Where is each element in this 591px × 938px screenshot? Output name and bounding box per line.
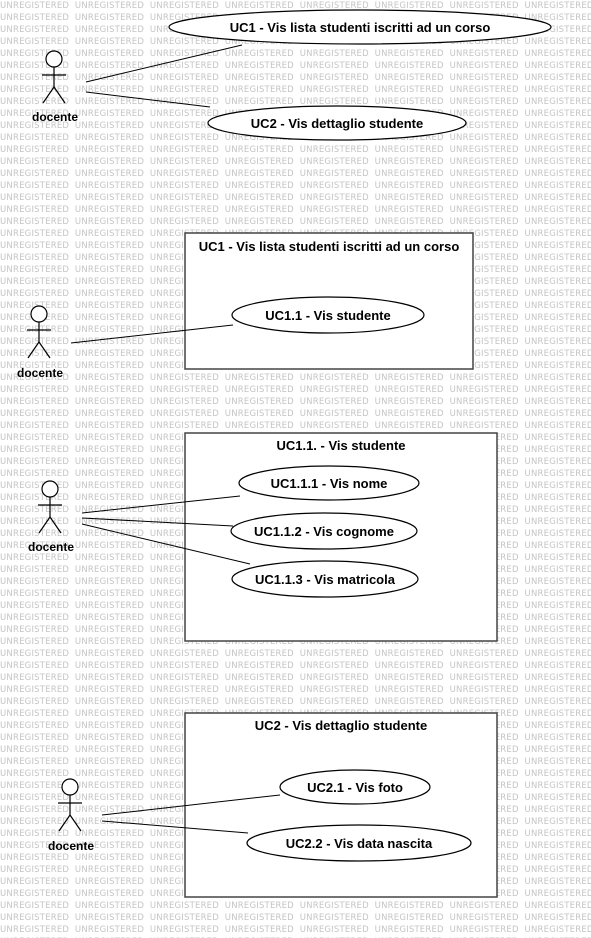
association-line bbox=[85, 44, 243, 83]
association-line bbox=[81, 523, 251, 565]
actor-label: docente bbox=[17, 366, 63, 380]
use-case-uc2[interactable]: UC2 - Vis dettaglio studente bbox=[207, 105, 467, 141]
association-line bbox=[101, 794, 281, 816]
actor-label: docente bbox=[28, 540, 74, 554]
use-case-uc1-1[interactable]: UC1.1 - Vis studente bbox=[231, 296, 425, 334]
association-line bbox=[101, 820, 249, 834]
subsystem-box-uc2: UC2 - Vis dettaglio studente docente UC2… bbox=[48, 712, 498, 898]
use-case-label: UC1.1.2 - Vis cognome bbox=[254, 524, 394, 539]
actor-label: docente bbox=[32, 110, 78, 124]
use-case-label: UC1.1 - Vis studente bbox=[265, 308, 390, 323]
use-case-uc1-1-1[interactable]: UC1.1.1 - Vis nome bbox=[238, 465, 420, 501]
association-line bbox=[81, 517, 234, 527]
use-case-label: UC2 - Vis dettaglio studente bbox=[251, 116, 423, 131]
use-case-label: UC2.1 - Vis foto bbox=[307, 780, 403, 795]
use-case-label: UC1.1.3 - Vis matricola bbox=[255, 572, 396, 587]
use-case-uc2-1[interactable]: UC2.1 - Vis foto bbox=[279, 769, 431, 805]
use-case-uc1[interactable]: UC1 - Vis lista studenti iscritti ad un … bbox=[168, 9, 552, 45]
use-case-label: UC2.2 - Vis data nascita bbox=[286, 836, 433, 851]
actor-label: docente bbox=[48, 839, 94, 853]
subsystem-title: UC2 - Vis dettaglio studente bbox=[255, 718, 427, 733]
subsystem-box-uc1-1: UC1.1. - Vis studente docente UC1.1.1 - … bbox=[28, 432, 498, 642]
use-case-label: UC1 - Vis lista studenti iscritti ad un … bbox=[230, 20, 491, 35]
actor-figure bbox=[58, 778, 82, 832]
actor-figure bbox=[27, 305, 51, 359]
subsystem-title: UC1 - Vis lista studenti iscritti ad un … bbox=[199, 239, 460, 254]
actor-figure bbox=[38, 480, 62, 534]
top-diagram: docente UC1 - Vis lista studenti iscritt… bbox=[32, 9, 552, 141]
association-line bbox=[85, 91, 211, 108]
use-case-uc2-2[interactable]: UC2.2 - Vis data nascita bbox=[246, 824, 472, 862]
actor-figure bbox=[42, 50, 66, 104]
use-case-uc1-1-3[interactable]: UC1.1.3 - Vis matricola bbox=[231, 560, 419, 598]
association-line bbox=[81, 495, 241, 514]
subsystem-title: UC1.1. - Vis studente bbox=[276, 438, 405, 453]
subsystem-box-uc1: UC1 - Vis lista studenti iscritti ad un … bbox=[17, 232, 474, 380]
association-line bbox=[70, 324, 234, 344]
use-case-label: UC1.1.1 - Vis nome bbox=[271, 476, 388, 491]
use-case-uc1-1-2[interactable]: UC1.1.2 - Vis cognome bbox=[230, 512, 418, 550]
